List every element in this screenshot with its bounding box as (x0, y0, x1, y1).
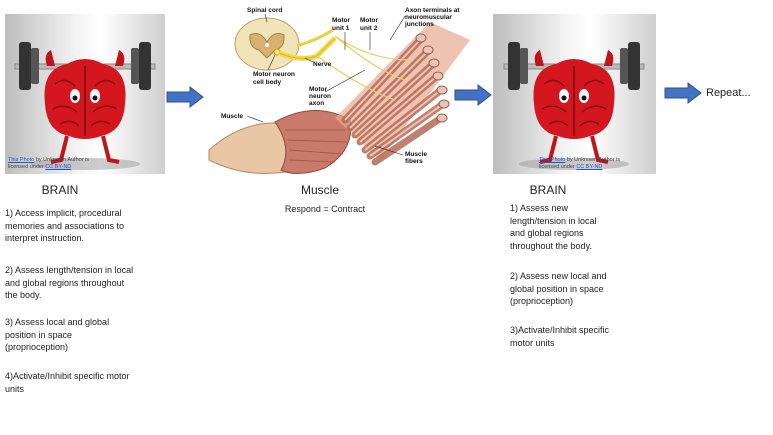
right-arrow-3 (664, 82, 702, 104)
label-muscle: Muscle (221, 113, 243, 120)
left-step-2: 2) Assess length/tension in local and gl… (5, 264, 175, 302)
right-step-2: 2) Assess new local and global position … (510, 270, 650, 308)
license-link[interactable]: CC BY-ND (45, 164, 71, 170)
left-brain-heading: BRAIN (30, 183, 90, 197)
left-step-4: 4)Activate/Inhibit specific motor units (5, 370, 175, 395)
right-brain-heading: BRAIN (518, 183, 578, 197)
left-step-3: 3) Assess local and global position in s… (5, 316, 175, 354)
label-nerve: Nerve (313, 61, 331, 68)
left-step-1: 1) Access implicit, procedural memories … (5, 207, 175, 245)
brain-lifting-barbell-image (493, 14, 656, 174)
photo-credit: This Photo by Unknown Author is licensed… (539, 157, 620, 171)
repeat-label: Repeat... (706, 87, 751, 99)
photo-link[interactable]: This Photo (8, 157, 34, 163)
right-step-3: 3)Activate/Inhibit specific motor units (510, 324, 650, 349)
brain-photo-left: This Photo by Unknown Author is licensed… (5, 14, 165, 174)
photo-credit: This Photo by Unknown Author is licensed… (8, 157, 89, 171)
right-step-1: 1) Assess new length/tension in local an… (510, 202, 650, 252)
muscle-heading: Muscle (290, 183, 350, 197)
license-link[interactable]: CC BY-ND (576, 164, 602, 170)
right-arrow-1 (166, 86, 204, 108)
muscle-subheading: Respond = Contract (270, 204, 380, 214)
photo-link[interactable]: This Photo (539, 157, 565, 163)
label-spinal-cord: Spinal cord (247, 7, 282, 14)
right-arrow-2 (454, 84, 492, 106)
brain-photo-right: This Photo by Unknown Author is licensed… (493, 14, 656, 174)
brain-lifting-barbell-image (5, 14, 165, 174)
